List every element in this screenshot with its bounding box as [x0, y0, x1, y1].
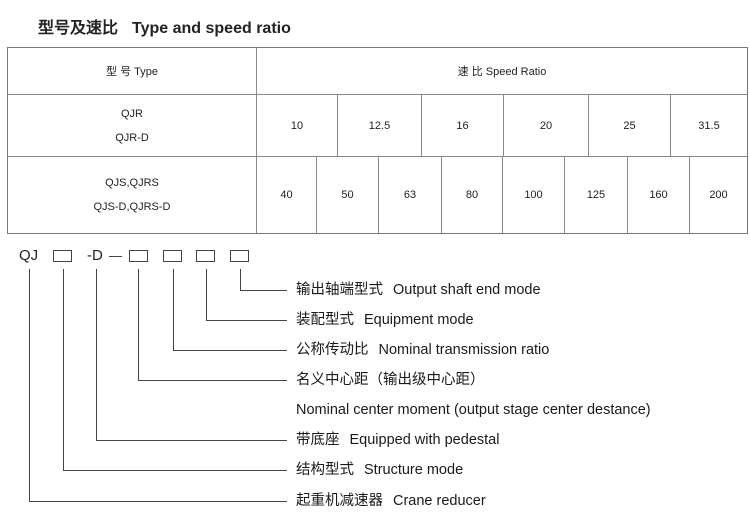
label-en: Nominal transmission ratio: [378, 342, 550, 358]
leader-line: [96, 440, 287, 441]
table-rule: [337, 94, 338, 156]
leader-line: [138, 269, 139, 380]
ratio-cell: 20: [539, 119, 553, 132]
code-box-equipment: [196, 250, 215, 262]
code-infix: -D: [87, 247, 103, 264]
header-speed-ratio: 速 比 Speed Ratio: [457, 66, 547, 78]
label-cn: 装配型式: [296, 312, 354, 328]
label-cn: 带底座: [296, 432, 340, 448]
table-rule: [689, 156, 690, 233]
leader-line: [29, 501, 287, 502]
ratio-cell: 125: [586, 189, 606, 201]
table-rule: [670, 94, 671, 156]
ratio-cell: 25: [623, 119, 636, 132]
label-en: Nominal center moment (output stage cent…: [296, 402, 651, 418]
label-equipment: 装配型式 Equipment mode: [296, 311, 474, 329]
ratio-cell: 16: [456, 119, 469, 132]
ratio-cell: 10: [290, 119, 304, 132]
leader-line: [96, 269, 97, 440]
table-rule: [627, 156, 628, 233]
label-cn: 起重机减速器: [296, 493, 383, 509]
code-prefix: QJ: [19, 247, 39, 264]
type-name: QJS-D,QJRS-D: [93, 201, 171, 213]
page-title: 型号及速比 Type and speed ratio: [38, 14, 291, 38]
leader-line: [138, 380, 287, 381]
leader-line: [206, 269, 207, 320]
ratio-cell: 40: [280, 189, 293, 201]
label-cn: 结构型式: [296, 462, 354, 478]
leader-line: [240, 269, 241, 290]
title-cn: 型号及速比: [38, 18, 119, 37]
header-type: 型 号 Type: [106, 66, 158, 78]
label-en: Output shaft end mode: [393, 282, 541, 298]
ratio-cell: 80: [465, 189, 479, 201]
label-cn: 输出轴端型式: [296, 282, 383, 298]
ratio-cell: 100: [524, 189, 543, 201]
leader-line: [173, 269, 174, 350]
label-pedestal: 带底座 Equipped with pedestal: [296, 431, 499, 449]
row2-type: QJS,QJRS QJS-D,QJRS-D: [8, 157, 256, 233]
ratio-cell: 31.5: [698, 119, 720, 132]
label-structure: 结构型式 Structure mode: [296, 461, 463, 479]
code-box-ratio: [163, 250, 182, 262]
table-rule: [564, 156, 565, 233]
type-name: QJS,QJRS: [105, 177, 159, 189]
code-box-shaft-end: [230, 250, 249, 262]
label-ratio: 公称传动比 Nominal transmission ratio: [296, 341, 549, 359]
label-cn: 名义中心距（输出级中心距）: [296, 372, 485, 388]
ratio-cell: 63: [403, 189, 417, 201]
table-rule: [8, 94, 747, 95]
ratio-cell: 200: [709, 189, 728, 201]
table-rule: [502, 156, 503, 233]
type-name: QJR: [121, 107, 143, 120]
leader-line: [29, 269, 30, 501]
leader-line: [63, 269, 64, 470]
label-cn: 公称传动比: [296, 342, 369, 358]
table-rule: [421, 94, 422, 156]
leader-line: [63, 470, 287, 471]
row1-type: QJR QJR-D: [8, 95, 256, 156]
code-box-structure: [53, 250, 72, 262]
label-crane-reducer: 起重机减速器 Crane reducer: [296, 492, 486, 510]
table-rule: [588, 94, 589, 156]
table-rule: [8, 156, 747, 157]
leader-line: [240, 290, 287, 291]
table-rule: [378, 156, 379, 233]
ratio-cell: 12.5: [368, 119, 391, 132]
label-en: Equipment mode: [364, 312, 474, 328]
code-box-center-distance: [129, 250, 148, 262]
table-rule: [503, 94, 504, 156]
label-center-distance-cn: 名义中心距（输出级中心距）: [296, 371, 485, 389]
table-rule: [256, 48, 257, 233]
code-dash: [109, 256, 122, 257]
table-rule: [441, 156, 442, 233]
leader-line: [173, 350, 287, 351]
title-en: Type and speed ratio: [132, 20, 291, 37]
label-en: Equipped with pedestal: [349, 432, 500, 448]
ratio-cell: 160: [649, 189, 668, 201]
type-name: QJR-D: [115, 131, 149, 144]
label-center-distance-en: Nominal center moment (output stage cent…: [296, 401, 651, 419]
label-en: Crane reducer: [393, 493, 486, 509]
label-output-shaft: 输出轴端型式 Output shaft end mode: [296, 281, 541, 299]
leader-line: [206, 320, 287, 321]
speed-ratio-table: 型 号 Type 速 比 Speed Ratio QJR QJR-D 10 12…: [7, 47, 748, 234]
table-rule: [316, 156, 317, 233]
ratio-cell: 50: [341, 189, 354, 201]
label-en: Structure mode: [364, 462, 464, 478]
